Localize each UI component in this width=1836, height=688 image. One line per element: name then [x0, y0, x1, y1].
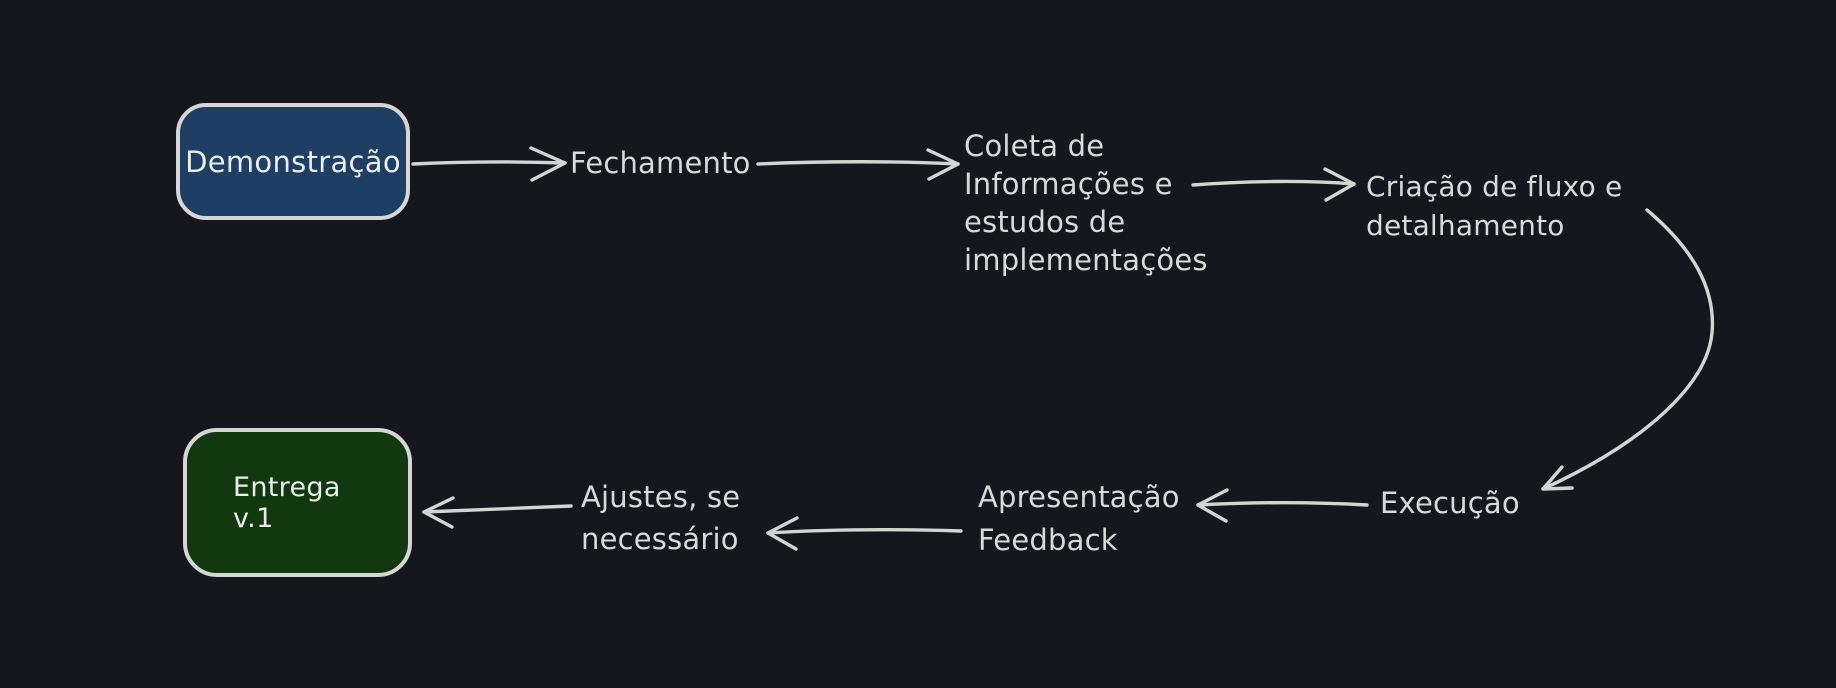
label-line: Coleta de	[964, 129, 1105, 163]
arrow-fechamento-coleta[interactable]	[756, 148, 960, 181]
label-line: Ajustes, se	[581, 480, 741, 514]
arrow-apresentacao-ajustes[interactable]	[766, 516, 963, 551]
label-ajustes[interactable]: Ajustes, se necessário	[581, 476, 740, 560]
arrow-coleta-criacao[interactable]	[1191, 167, 1356, 202]
label-line: estudos de	[964, 205, 1126, 239]
label-execucao[interactable]: Execução	[1380, 486, 1520, 520]
label-line: implementações	[964, 243, 1208, 277]
label-criacao[interactable]: Criação de fluxo e detalhamento	[1366, 167, 1622, 245]
label-line: Fechamento	[570, 146, 751, 180]
node-entrega-label: Entrega v.1	[233, 472, 341, 534]
label-line: Informações e	[964, 167, 1173, 201]
label-line: detalhamento	[1366, 209, 1565, 242]
label-apresentacao[interactable]: Apresentação Feedback	[978, 476, 1180, 562]
label-line: Criação de fluxo e	[1366, 170, 1623, 203]
node-entrega[interactable]: Entrega v.1	[183, 428, 412, 577]
arrow-ajustes-entrega[interactable]	[422, 496, 573, 529]
arrow-demonstracao-fechamento[interactable]	[411, 146, 567, 182]
arrow-criacao-execucao[interactable]	[1541, 208, 1715, 491]
label-line: Feedback	[978, 523, 1118, 557]
label-fechamento[interactable]: Fechamento	[570, 146, 751, 180]
label-line: necessário	[581, 522, 739, 556]
label-line: Execução	[1380, 486, 1520, 520]
node-demonstracao[interactable]: Demonstração	[176, 103, 410, 220]
node-demonstracao-label: Demonstração	[185, 144, 401, 179]
node-entrega-label-line: Entrega	[233, 471, 341, 503]
node-entrega-label-line: v.1	[233, 502, 274, 534]
label-line: Apresentação	[978, 480, 1180, 514]
arrow-execucao-apresentacao[interactable]	[1196, 488, 1369, 523]
label-coleta[interactable]: Coleta de Informações e estudos de imple…	[964, 127, 1208, 279]
